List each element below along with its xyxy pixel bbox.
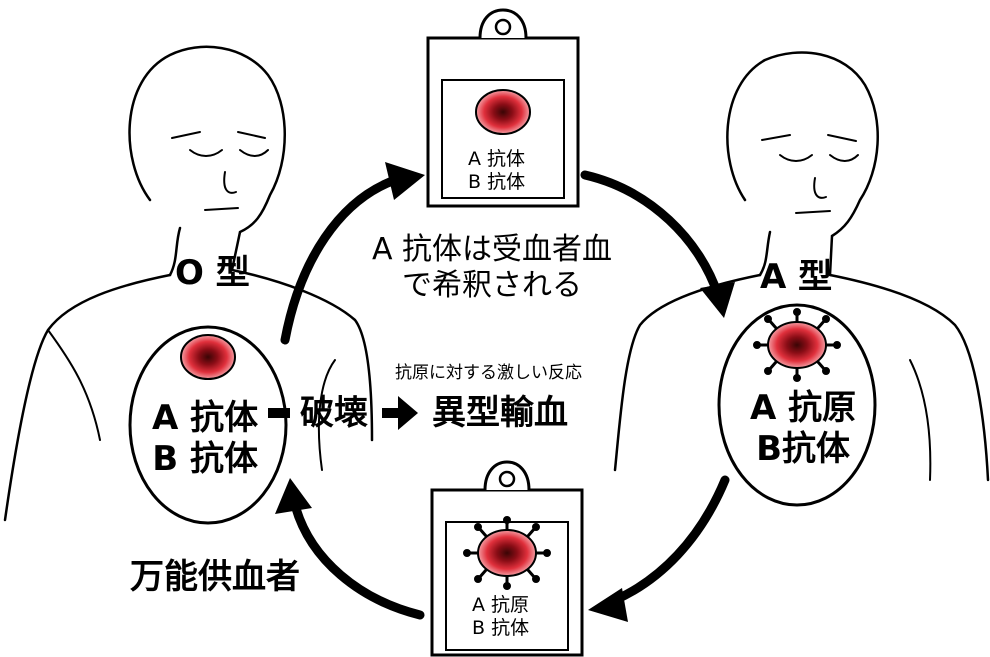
top-bag-antibody-a: A 抗体 xyxy=(468,148,526,170)
arrow-left-to-top-bag xyxy=(280,175,400,345)
right-blood-type-label: A 型 xyxy=(760,257,833,297)
arrowhead-left xyxy=(275,478,312,514)
top-bag-antibody-b: B 抗体 xyxy=(468,170,526,193)
right-antigen-antibody-list: A 抗原 B抗体 xyxy=(750,388,856,470)
blood-cell-with-antigens-right xyxy=(753,308,841,382)
arrowhead-top xyxy=(385,162,425,200)
right-person-figure xyxy=(613,51,990,482)
blood-cell-left xyxy=(180,334,236,380)
left-antibody-a: A 抗体 xyxy=(152,398,259,438)
top-bag-contents: A 抗体 B 抗体 xyxy=(468,148,525,194)
left-body-ellipse xyxy=(128,325,288,525)
right-body-ellipse xyxy=(717,303,877,507)
reaction-note: 抗原に対する激しい反応 xyxy=(395,363,582,383)
blood-cell-top-bag xyxy=(475,89,531,135)
arrowhead-bottom xyxy=(588,588,628,622)
left-antibody-list: A 抗体 B 抗体 xyxy=(152,398,258,480)
left-blood-type-label: O 型 xyxy=(175,253,250,293)
arrow-right-to-bottom-bag xyxy=(610,475,730,605)
bottom-bag-antibody-b: B 抗体 xyxy=(472,616,530,639)
incompatible-transfusion-label: 異型輸血 xyxy=(432,393,568,433)
arrowhead-right xyxy=(700,282,735,318)
dilution-note-line-1: A 抗体は受血者血 xyxy=(372,232,613,267)
right-antibody-b: B抗体 xyxy=(756,428,851,469)
destruction-arrow xyxy=(382,396,418,430)
arrow-top-bag-to-right xyxy=(580,170,723,300)
bottom-bag-antigen-a: A 抗原 xyxy=(472,594,530,616)
dilution-note: A 抗体は受血者血 で希釈される xyxy=(372,232,612,304)
left-antibody-b: B 抗体 xyxy=(152,438,258,479)
destruction-label: 破壊 xyxy=(300,393,368,433)
right-antigen-a: A 抗原 xyxy=(750,388,857,428)
blood-cell-with-antigens-bottom-bag xyxy=(463,516,551,590)
dilution-note-line-2: で希釈される xyxy=(402,268,583,303)
arrow-bottom-bag-to-left xyxy=(290,500,425,620)
bottom-bag-contents: A 抗原 B 抗体 xyxy=(472,594,529,640)
left-person-figure xyxy=(3,45,374,522)
universal-donor-label: 万能供血者 xyxy=(130,557,300,597)
destruction-connector xyxy=(268,408,290,418)
